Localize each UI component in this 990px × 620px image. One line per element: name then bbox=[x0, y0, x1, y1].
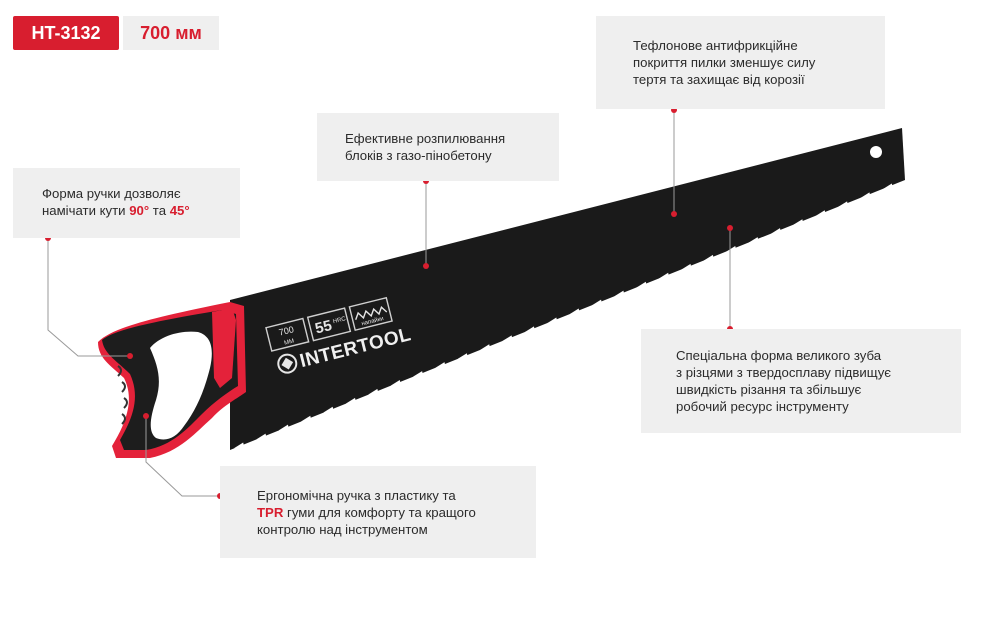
handle-red-accent bbox=[212, 308, 236, 388]
blade-tooth bbox=[457, 353, 470, 366]
angle-90-highlight: 90° bbox=[129, 203, 150, 218]
callout-teeth-line: Спеціальна форма великого зуба bbox=[676, 348, 882, 363]
length-label-value: 700 bbox=[278, 324, 295, 337]
callout-grip-line2-rest: гуми для комфорту та кращого bbox=[283, 505, 476, 520]
length-label-box bbox=[265, 317, 310, 352]
callout-teflon-line: Тефлонове антифрикційне bbox=[633, 38, 798, 53]
blade-tooth bbox=[793, 219, 806, 232]
blade-tooth bbox=[346, 397, 358, 410]
callout-grip-line3: контролю над інструментом bbox=[257, 522, 428, 537]
length-label-unit: MM bbox=[284, 338, 295, 346]
saw-handle bbox=[98, 302, 246, 458]
blade-tooth bbox=[413, 371, 425, 384]
callout-teflon-coating: Тефлонове антифрикційне покриття пилки з… bbox=[596, 16, 885, 109]
coating-label-box bbox=[348, 296, 393, 332]
blade-tooth bbox=[748, 237, 761, 250]
blade-tooth bbox=[726, 246, 738, 258]
blade-tooth bbox=[838, 201, 850, 214]
tpr-highlight: TPR bbox=[257, 505, 284, 520]
brand-logo-mark bbox=[281, 357, 294, 370]
callout-handle-between: та bbox=[149, 203, 170, 218]
handle-grip-ridges bbox=[117, 365, 128, 425]
callout-grip-line2: TPR гуми для комфорту та кращого bbox=[257, 504, 526, 521]
hardness-label-box bbox=[306, 307, 352, 342]
callout-efficient-cutting: Ефективне розпилювання блоків з газо-пін… bbox=[317, 113, 559, 181]
blade-tooth bbox=[636, 281, 649, 294]
blade-tooth bbox=[592, 299, 604, 312]
blade-tooth bbox=[659, 272, 671, 285]
callout-tooth-shape: Спеціальна форма великого зуба з різцями… bbox=[641, 329, 961, 433]
callout-handle-angles: Форма ручки дозволяє намічати кути 90° т… bbox=[13, 168, 240, 238]
dot-handle-end bbox=[127, 353, 133, 359]
blade-tooth bbox=[882, 183, 895, 196]
blade-tooth bbox=[524, 326, 537, 339]
blade-tooth bbox=[234, 442, 246, 455]
dot-cutting-end bbox=[423, 263, 429, 269]
blade-tooth bbox=[502, 335, 515, 348]
coating-teeth-icon bbox=[355, 305, 388, 321]
blade-tooth bbox=[368, 388, 381, 401]
hardness-label-unit: HRC bbox=[332, 316, 347, 325]
callout-teflon-line: тертя та захищає від корозії bbox=[633, 72, 805, 87]
leader-grip bbox=[145, 416, 220, 497]
blade-tooth bbox=[770, 228, 783, 241]
blade-tooth bbox=[435, 362, 448, 375]
callout-handle-prefix: намічати кути bbox=[42, 203, 130, 218]
callout-teeth-line: робочий ресурс інструменту bbox=[676, 399, 849, 414]
product-code-badge: HT-3132 bbox=[13, 16, 119, 50]
callout-ergonomic-grip: Ергономічна ручка з пластику та TPR гуми… bbox=[220, 466, 536, 558]
blade-tooth bbox=[323, 406, 336, 419]
callout-teeth-line: швидкість різання та збільшує bbox=[676, 382, 862, 397]
callout-dots bbox=[45, 107, 733, 499]
dot-grip-end bbox=[143, 413, 149, 419]
callout-grip-line1: Ергономічна ручка з пластику та bbox=[257, 488, 456, 503]
blade-tooth bbox=[278, 424, 291, 437]
blade-tooth bbox=[547, 317, 560, 330]
product-length-badge: 700 мм bbox=[123, 16, 219, 50]
blade-tooth bbox=[815, 210, 828, 223]
blade-tooth bbox=[860, 192, 873, 205]
blade-teeth bbox=[234, 183, 895, 455]
callout-cutting-line: Ефективне розпилювання bbox=[345, 131, 506, 146]
dot-teflon-end bbox=[671, 211, 677, 217]
blade-tooth bbox=[703, 254, 716, 267]
brand-logo-icon bbox=[277, 353, 298, 374]
callout-teeth-line: з різцями з твердосплаву підвищує bbox=[676, 365, 892, 380]
callout-handle-line2: намічати кути 90° та 45° bbox=[42, 202, 230, 219]
callout-cutting-line: блоків з газо-пінобетону bbox=[345, 148, 492, 163]
saw-blade bbox=[230, 128, 905, 450]
angle-45-highlight: 45° bbox=[169, 203, 190, 218]
leader-handle bbox=[47, 238, 130, 357]
blade-tooth bbox=[681, 263, 694, 276]
blade-hole bbox=[870, 146, 882, 158]
blade-tooth bbox=[569, 308, 582, 321]
blade-tooth bbox=[480, 344, 492, 357]
callout-teflon-line: покриття пилки зменшує силу bbox=[633, 55, 816, 70]
dot-teeth-end bbox=[727, 225, 733, 231]
blade-tooth bbox=[301, 415, 313, 428]
blade-tooth bbox=[614, 290, 627, 303]
blade-tooth bbox=[256, 433, 269, 446]
callout-leaders bbox=[47, 110, 731, 497]
handle-opening bbox=[150, 331, 212, 440]
blade-tooth bbox=[390, 380, 403, 392]
callout-handle-line1: Форма ручки дозволяє bbox=[42, 186, 181, 201]
hardness-label-value: 55 bbox=[313, 317, 333, 338]
